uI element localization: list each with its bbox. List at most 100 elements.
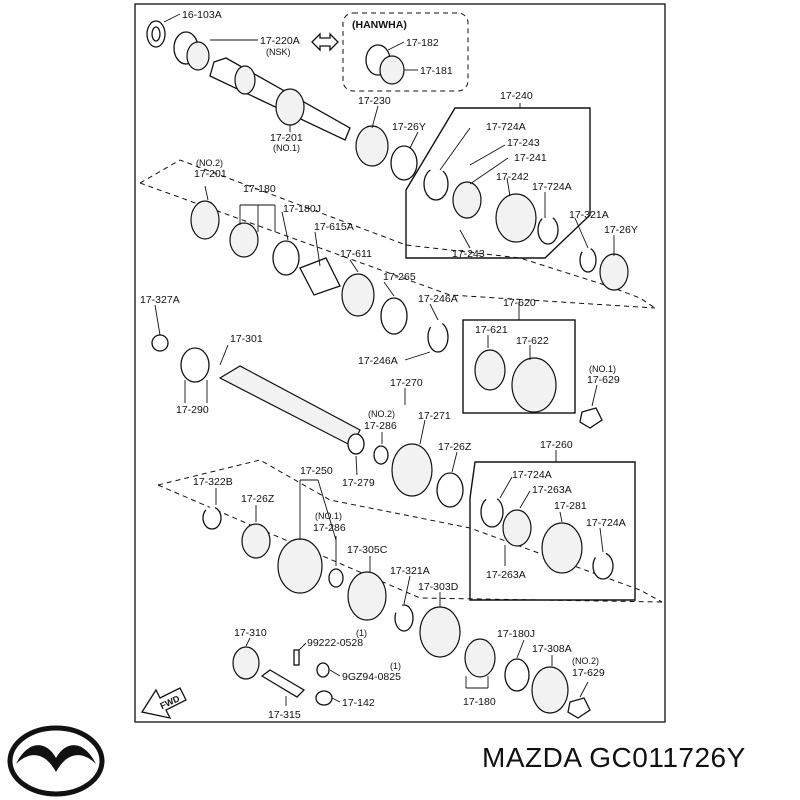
label-17-263A-b: 17-263A <box>486 569 526 581</box>
bearing-17-220A-inner <box>186 41 210 71</box>
label-17-265: 17-265 <box>383 271 416 283</box>
label-17-230: 17-230 <box>358 95 391 107</box>
label-17-180J-b: 17-180J <box>497 628 535 640</box>
hub-17-263A <box>502 509 532 547</box>
label-17-620: 17-620 <box>503 297 536 309</box>
label-17-182: 17-182 <box>406 37 439 49</box>
label-no1-c: (NO.1) <box>315 511 342 521</box>
label-17-308A: 17-308A <box>532 643 572 655</box>
label-no2-c: (NO.2) <box>572 656 599 666</box>
countershaft-17-301 <box>218 365 361 447</box>
bracket-17-142 <box>315 690 333 706</box>
gear-17-201-no2 <box>190 200 220 240</box>
diagram-frame <box>134 3 666 723</box>
gear-17-611 <box>341 273 375 317</box>
snap-ring-17-724A-c <box>480 496 504 528</box>
label-qty-1-a: (1) <box>356 628 367 638</box>
gear-17-250 <box>277 538 323 594</box>
bearing-17-181 <box>379 55 405 85</box>
label-17-246A-b: 17-246A <box>358 355 398 367</box>
label-17-26Y-upper: 17-26Y <box>392 121 426 133</box>
label-17-281: 17-281 <box>554 500 587 512</box>
gear-17-26Y-right <box>599 253 629 291</box>
shaft-17-315 <box>260 669 306 698</box>
label-17-242: 17-242 <box>496 171 529 183</box>
hanwha-inset-box <box>342 12 469 92</box>
label-17-629-b: 17-629 <box>572 667 605 679</box>
label-17-260: 17-260 <box>540 439 573 451</box>
hub-17-241 <box>452 181 482 219</box>
label-17-26Y-b: 17-26Y <box>604 224 638 236</box>
bolt-9GZ94-0825 <box>316 662 330 678</box>
gear-17-26Z-lower <box>241 523 271 559</box>
label-17-611: 17-611 <box>340 248 372 260</box>
gear-17-230 <box>355 125 389 167</box>
ring-17-246A <box>427 321 449 353</box>
label-17-26Z-b: 17-26Z <box>241 493 275 505</box>
gear-17-310 <box>232 646 260 680</box>
ring-17-321A <box>579 247 597 273</box>
label-no2-a: (NO.2) <box>196 158 223 168</box>
label-17-250: 17-250 <box>300 465 333 477</box>
label-17-724A-a: 17-724A <box>486 121 526 133</box>
label-17-301: 17-301 <box>230 333 263 345</box>
gear-17-305C <box>347 571 387 621</box>
box-17-260 <box>469 461 636 601</box>
sleeve-17-281 <box>541 522 583 574</box>
label-17-241: 17-241 <box>514 152 547 164</box>
part-number: GC011726Y <box>589 742 746 773</box>
label-17-246A-a: 17-246A <box>418 293 458 305</box>
bearing-17-180 <box>229 222 259 258</box>
plug-17-327A <box>151 334 169 352</box>
mazda-wing-logo <box>7 725 105 797</box>
sleeve-17-615A <box>299 257 341 296</box>
nut-17-629-no1 <box>579 407 603 429</box>
label-17-321A-b: 17-321A <box>390 565 430 577</box>
ring-17-26Y-upper <box>390 145 418 181</box>
gear-17-303D <box>419 606 461 658</box>
snap-ring-17-724A-d <box>592 552 614 580</box>
bearing-17-290 <box>180 347 210 383</box>
label-17-240: 17-240 <box>500 90 533 102</box>
label-17-724A-c: 17-724A <box>512 469 552 481</box>
part-caption: MAZDA GC011726Y <box>482 742 746 774</box>
ring-17-180J-lower <box>504 658 530 692</box>
label-17-615A: 17-615A <box>314 221 354 233</box>
label-17-180-a: 17-180 <box>243 183 276 195</box>
sleeve-17-622 <box>511 357 557 413</box>
bearing-17-279 <box>347 433 365 455</box>
label-17-310: 17-310 <box>234 627 267 639</box>
shaft-spline <box>234 65 256 95</box>
label-17-243-b: 17-243 <box>452 248 485 260</box>
gear-17-271 <box>391 443 433 497</box>
label-17-315: 17-315 <box>268 709 301 721</box>
ring-17-286-no1 <box>328 568 344 588</box>
label-17-181: 17-181 <box>420 65 453 77</box>
label-17-724A-d: 17-724A <box>586 517 626 529</box>
label-17-303D: 17-303D <box>418 581 459 593</box>
brand-name: MAZDA <box>482 742 581 773</box>
box-17-240 <box>405 107 591 259</box>
label-17-26Z-a: 17-26Z <box>438 441 472 453</box>
label-17-286-b: 17-286 <box>313 522 346 534</box>
label-17-180-b: 17-180 <box>463 696 496 708</box>
label-nsk: (NSK) <box>266 47 291 57</box>
snap-ring-17-724A <box>423 167 449 201</box>
label-17-290: 17-290 <box>176 404 209 416</box>
double-arrow-icon <box>311 32 339 52</box>
label-17-201-b: 17-201 <box>194 168 227 180</box>
label-17-622: 17-622 <box>516 335 549 347</box>
label-17-201: 17-201 <box>270 132 303 144</box>
gear-17-308A <box>531 666 569 714</box>
label-17-621: 17-621 <box>475 324 508 336</box>
label-17-243-a: 17-243 <box>507 137 540 149</box>
label-17-270: 17-270 <box>390 377 423 389</box>
label-no2-b: (NO.2) <box>368 409 395 419</box>
part-labels: 16-103A 17-220A (NSK) 17-182 17-181 17-2… <box>140 9 638 721</box>
dashed-region-upper-bottom <box>139 182 656 309</box>
dashed-region-lower <box>157 459 663 603</box>
label-17-271: 17-271 <box>418 410 451 422</box>
label-no1-b: (NO.1) <box>589 364 616 374</box>
bearing-inner <box>151 26 161 42</box>
